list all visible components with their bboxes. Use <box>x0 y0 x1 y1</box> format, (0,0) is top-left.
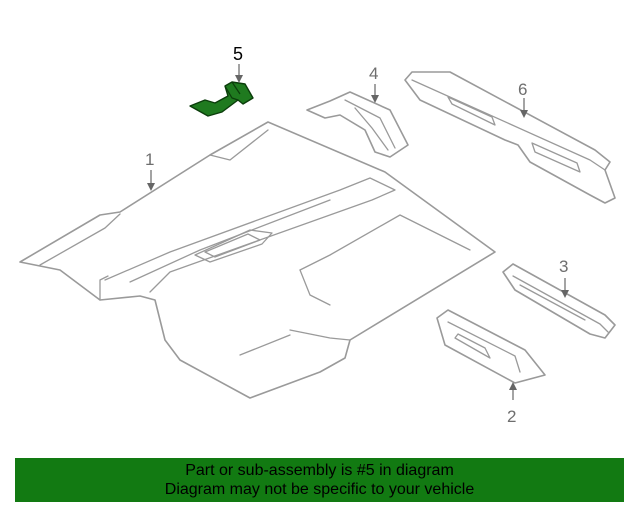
part-3-cross-member[interactable] <box>502 263 616 339</box>
part-2-rail[interactable] <box>436 309 546 384</box>
callout-1: 1 <box>145 150 154 169</box>
parts-diagram: 1 2 3 4 5 6 <box>19 44 616 426</box>
info-banner: Part or sub-assembly is #5 in diagram Di… <box>15 458 624 502</box>
callout-4: 4 <box>369 64 378 83</box>
leader-lines <box>147 64 569 400</box>
callout-2: 2 <box>507 407 516 426</box>
banner-line-2: Diagram may not be specific to your vehi… <box>164 481 475 498</box>
part-4-bracket[interactable] <box>306 91 409 158</box>
part-5-support-highlighted[interactable] <box>189 81 254 117</box>
callout-5: 5 <box>233 44 243 64</box>
banner-line-1: Part or sub-assembly is #5 in diagram <box>185 462 454 479</box>
callout-3: 3 <box>559 257 568 276</box>
callout-6: 6 <box>518 80 527 99</box>
part-1-floor-pan[interactable] <box>19 121 496 399</box>
part-6-sill-panel[interactable] <box>404 71 616 204</box>
